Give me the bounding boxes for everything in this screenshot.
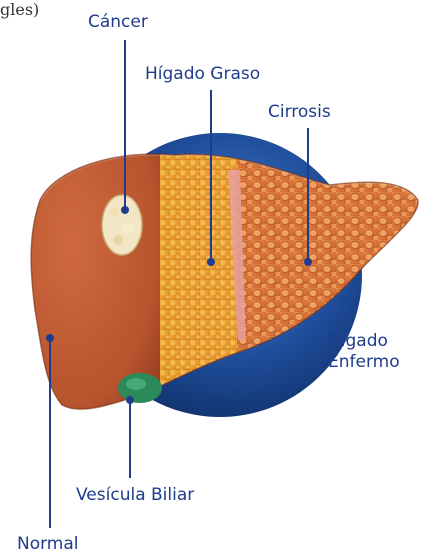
label-diseased-liver-line1: Hígado: [328, 331, 400, 352]
label-cirrhosis: Cirrosis: [268, 102, 331, 123]
label-diseased-liver-line2: Enfermo: [328, 352, 400, 373]
label-cancer: Cáncer: [88, 12, 148, 33]
label-normal: Normal: [17, 534, 79, 555]
label-fatty-liver: Hígado Graso: [145, 64, 260, 85]
label-diseased-liver: Hígado Enfermo: [328, 331, 400, 373]
tumor: [102, 195, 142, 255]
label-gallbladder: Vesícula Biliar: [76, 485, 194, 506]
